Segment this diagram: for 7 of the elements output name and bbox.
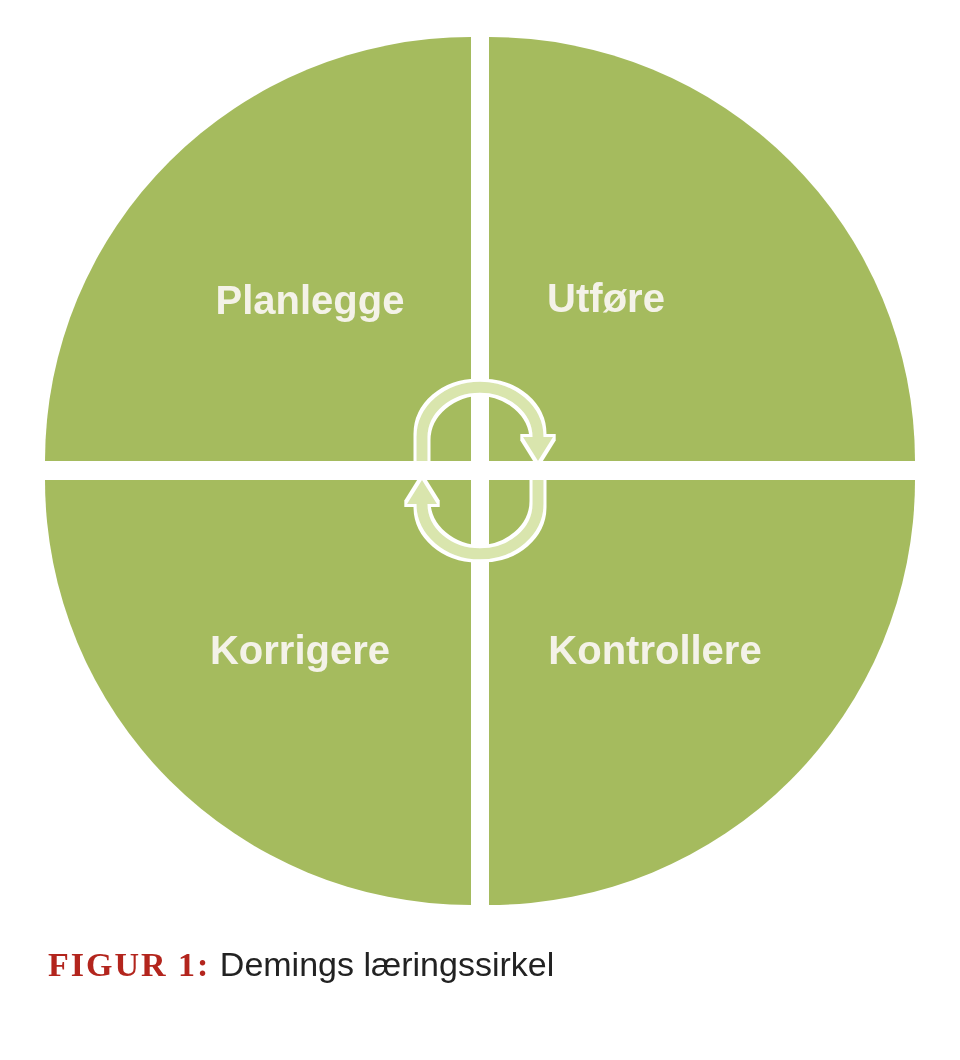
- figure-caption: FIGUR 1: Demings læringssirkel: [48, 944, 555, 985]
- segment-label: Utføre: [547, 276, 665, 320]
- segment-label: Planlegge: [215, 278, 405, 322]
- segment-label: Korrigere: [209, 628, 391, 672]
- curved-arrow: [416, 381, 553, 461]
- segment-label: Kontrollere: [548, 628, 762, 672]
- curved-arrow: [407, 480, 544, 560]
